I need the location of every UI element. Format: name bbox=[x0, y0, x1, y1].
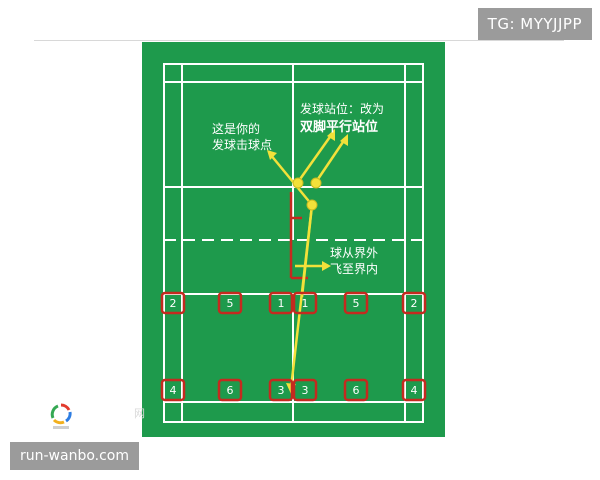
svg-text:3: 3 bbox=[302, 384, 309, 397]
position-box: 2 bbox=[160, 291, 186, 315]
hit-point-dot bbox=[306, 199, 318, 211]
position-box: 1 bbox=[268, 291, 294, 315]
svg-text:6: 6 bbox=[227, 384, 234, 397]
position-box: 6 bbox=[217, 378, 243, 402]
position-box: 1 bbox=[292, 291, 318, 315]
position-box: 2 bbox=[401, 291, 427, 315]
position-box: 4 bbox=[160, 378, 186, 402]
position-box: 3 bbox=[268, 378, 294, 402]
position-box: 5 bbox=[343, 291, 369, 315]
svg-text:4: 4 bbox=[411, 384, 418, 397]
svg-text:5: 5 bbox=[227, 297, 234, 310]
svg-text:3: 3 bbox=[278, 384, 285, 397]
svg-text:5: 5 bbox=[353, 297, 360, 310]
position-box: 4 bbox=[401, 378, 427, 402]
watermark-suffix-text: 网 bbox=[134, 407, 145, 420]
right-foot-dot bbox=[310, 177, 322, 189]
svg-text:1: 1 bbox=[302, 297, 309, 310]
position-box: 6 bbox=[343, 378, 369, 402]
svg-text:6: 6 bbox=[353, 384, 360, 397]
out-ball-label-line2: 飞至界内 bbox=[330, 262, 378, 276]
svg-text:2: 2 bbox=[411, 297, 418, 310]
top-divider bbox=[34, 40, 564, 41]
out-ball-label-line1: 球从界外 bbox=[330, 246, 378, 260]
watermark-logo-icon bbox=[44, 402, 78, 432]
shuttle-trajectories bbox=[269, 133, 347, 389]
svg-text:4: 4 bbox=[170, 384, 177, 397]
svg-text:2: 2 bbox=[170, 297, 177, 310]
svg-text:1: 1 bbox=[278, 297, 285, 310]
left-foot-dot bbox=[292, 177, 304, 189]
hit-point-label-line2: 发球击球点 bbox=[212, 137, 272, 152]
badminton-court-diagram: 这是你的 发球击球点 发球站位：改为 双脚平行站位 球从界外 飞至界内 2 5 … bbox=[142, 42, 445, 437]
position-box: 3 bbox=[292, 378, 318, 402]
hit-point-label-line1: 这是你的 bbox=[212, 121, 260, 136]
tg-watermark-badge: TG: MYYJJPP bbox=[477, 8, 592, 40]
site-watermark-badge: run-wanbo.com bbox=[10, 442, 140, 470]
position-box: 5 bbox=[217, 291, 243, 315]
stance-label-line2: 双脚平行站位 bbox=[300, 119, 378, 135]
stance-label-line1: 发球站位：改为 bbox=[300, 101, 384, 116]
court-lines bbox=[163, 63, 424, 423]
